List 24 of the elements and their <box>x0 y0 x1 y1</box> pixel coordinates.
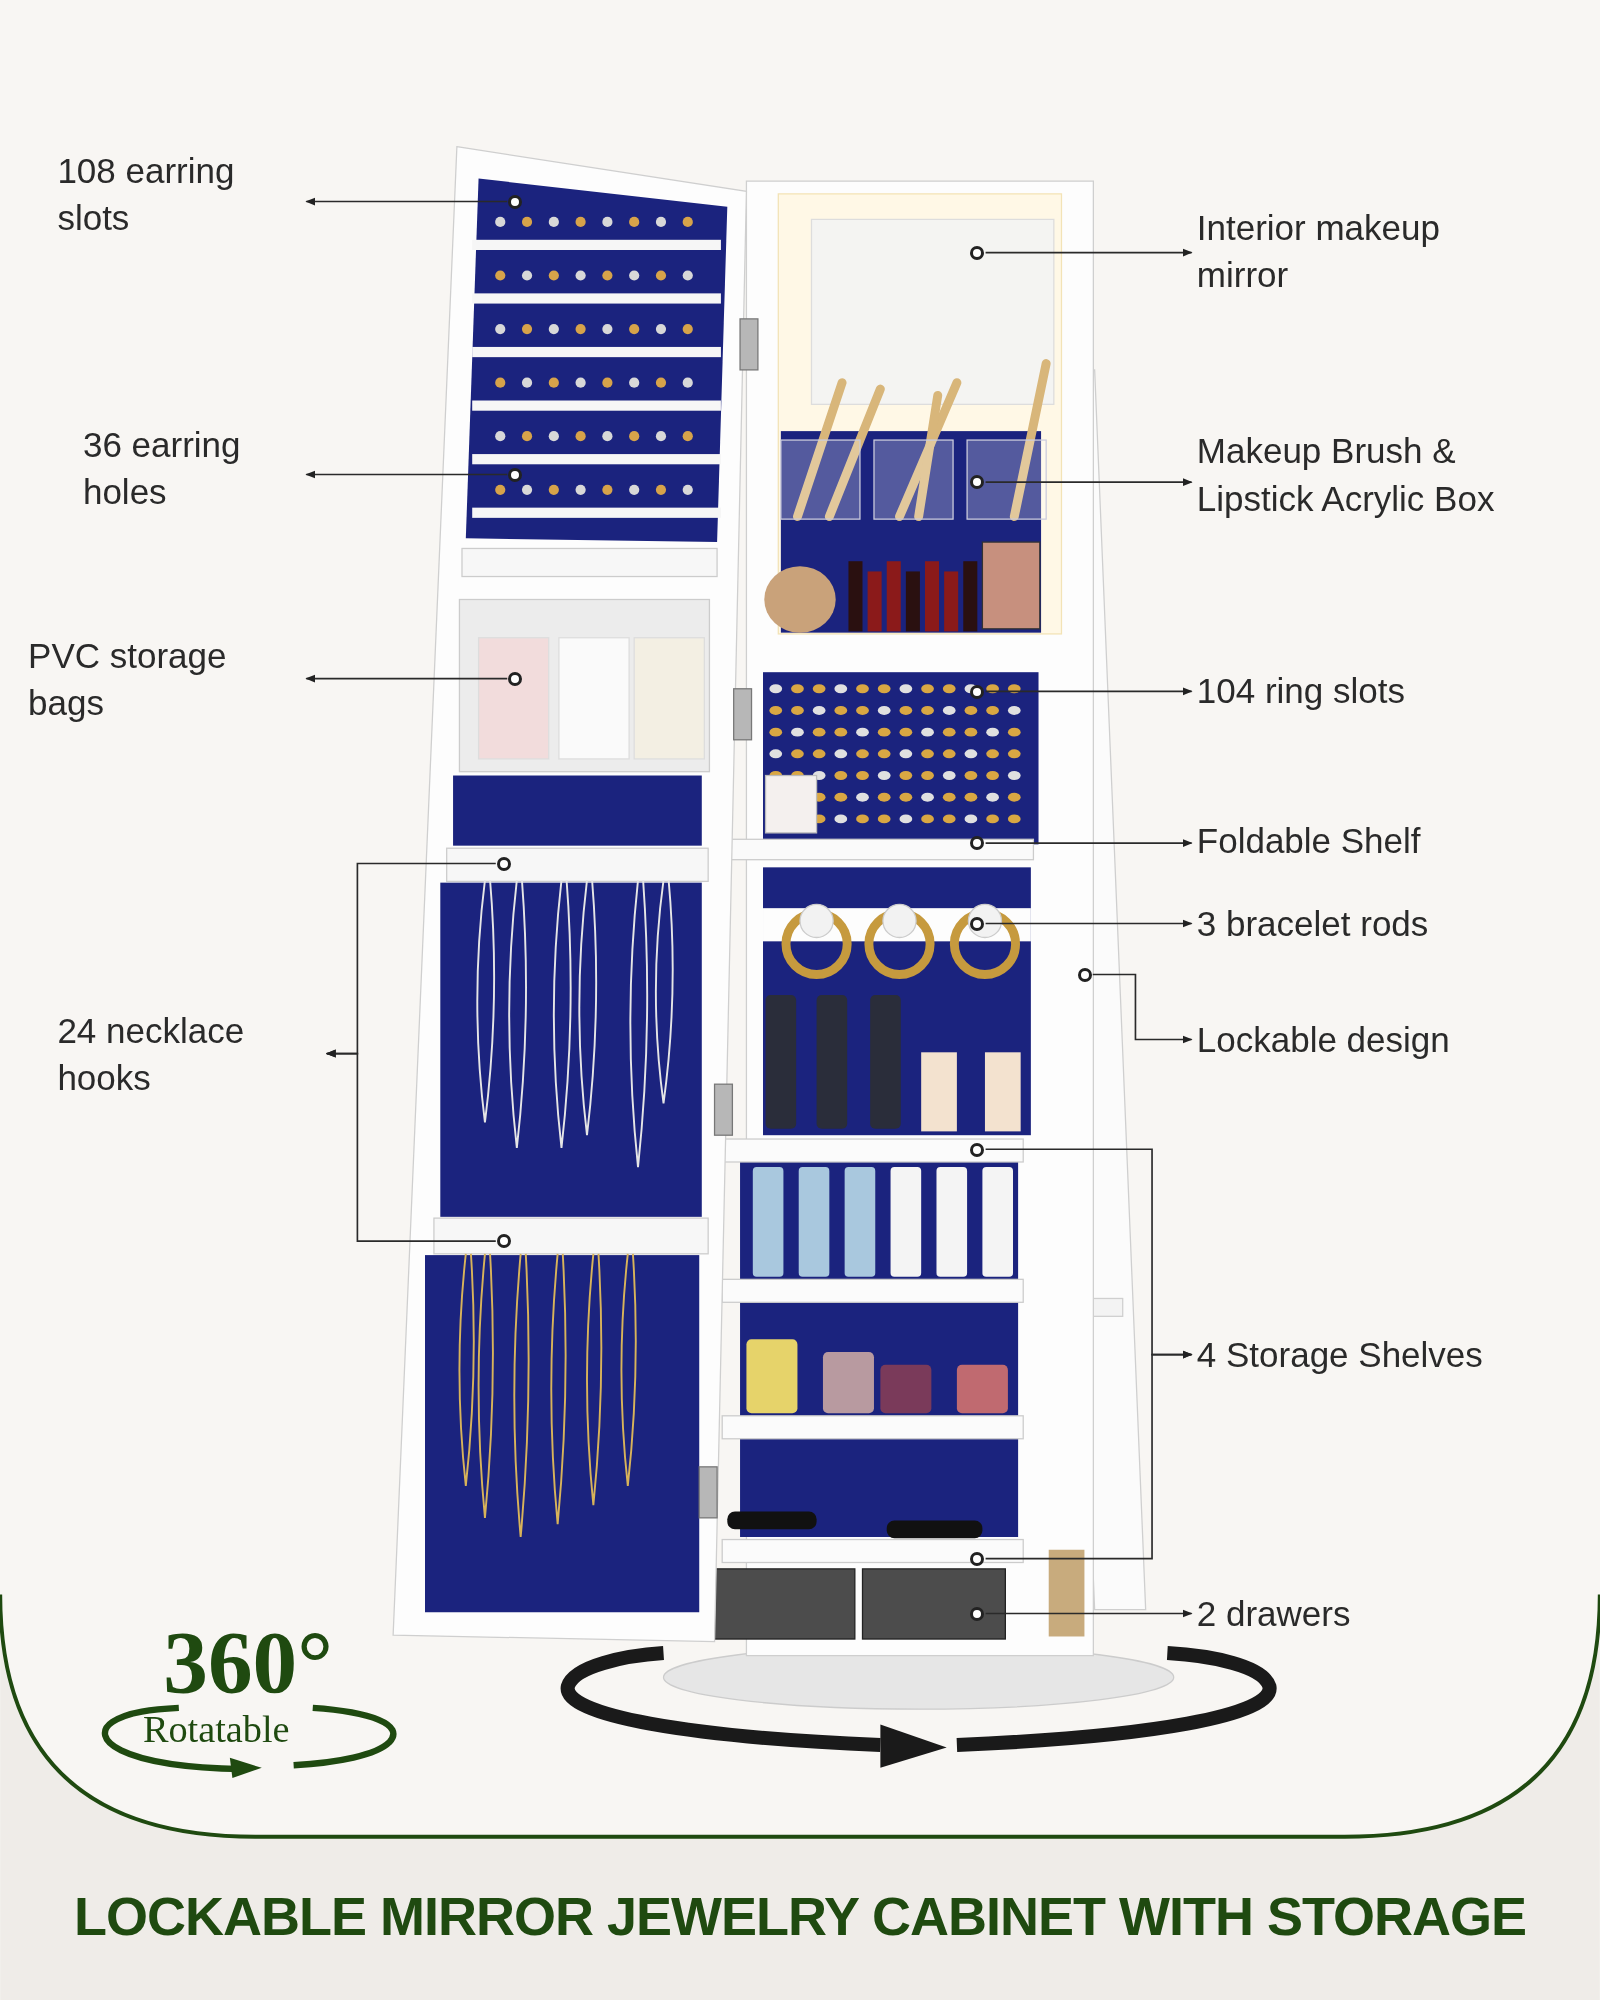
callout-label: Interior makeup mirror <box>1196 204 1516 299</box>
leader-line <box>984 1609 1193 1618</box>
callout-label: Foldable Shelf <box>1196 816 1593 864</box>
leader-line <box>1091 973 1193 1044</box>
leader-line <box>984 248 1193 257</box>
callout-label: 104 ring slots <box>1196 667 1593 715</box>
leader-line <box>305 674 509 683</box>
leader-line <box>984 1350 1193 1560</box>
callout-label: 36 earring holes <box>82 421 302 516</box>
leader-line <box>984 839 1193 848</box>
title: LOCKABLE MIRROR JEWELRY CABINET WITH STORAGE <box>73 1885 1527 1947</box>
callout-label: 4 Storage Shelves <box>1196 1330 1593 1379</box>
callout-label: PVC storage bags <box>28 631 302 727</box>
callout-label: 2 drawers <box>1196 1589 1593 1638</box>
callout-label: 24 necklace hooks <box>57 1006 322 1102</box>
leader-line <box>325 1049 497 1242</box>
callout-label: Lockable design <box>1196 1015 1593 1063</box>
callout-label: 3 bracelet rods <box>1196 899 1593 947</box>
leader-line <box>305 197 509 206</box>
leader-line <box>984 919 1193 928</box>
callout-label: Makeup Brush & Lipstick Acrylic Box <box>1196 427 1557 522</box>
leader-line <box>984 478 1193 487</box>
callout-label: 108 earring slots <box>57 146 302 242</box>
leader-line <box>984 687 1193 696</box>
